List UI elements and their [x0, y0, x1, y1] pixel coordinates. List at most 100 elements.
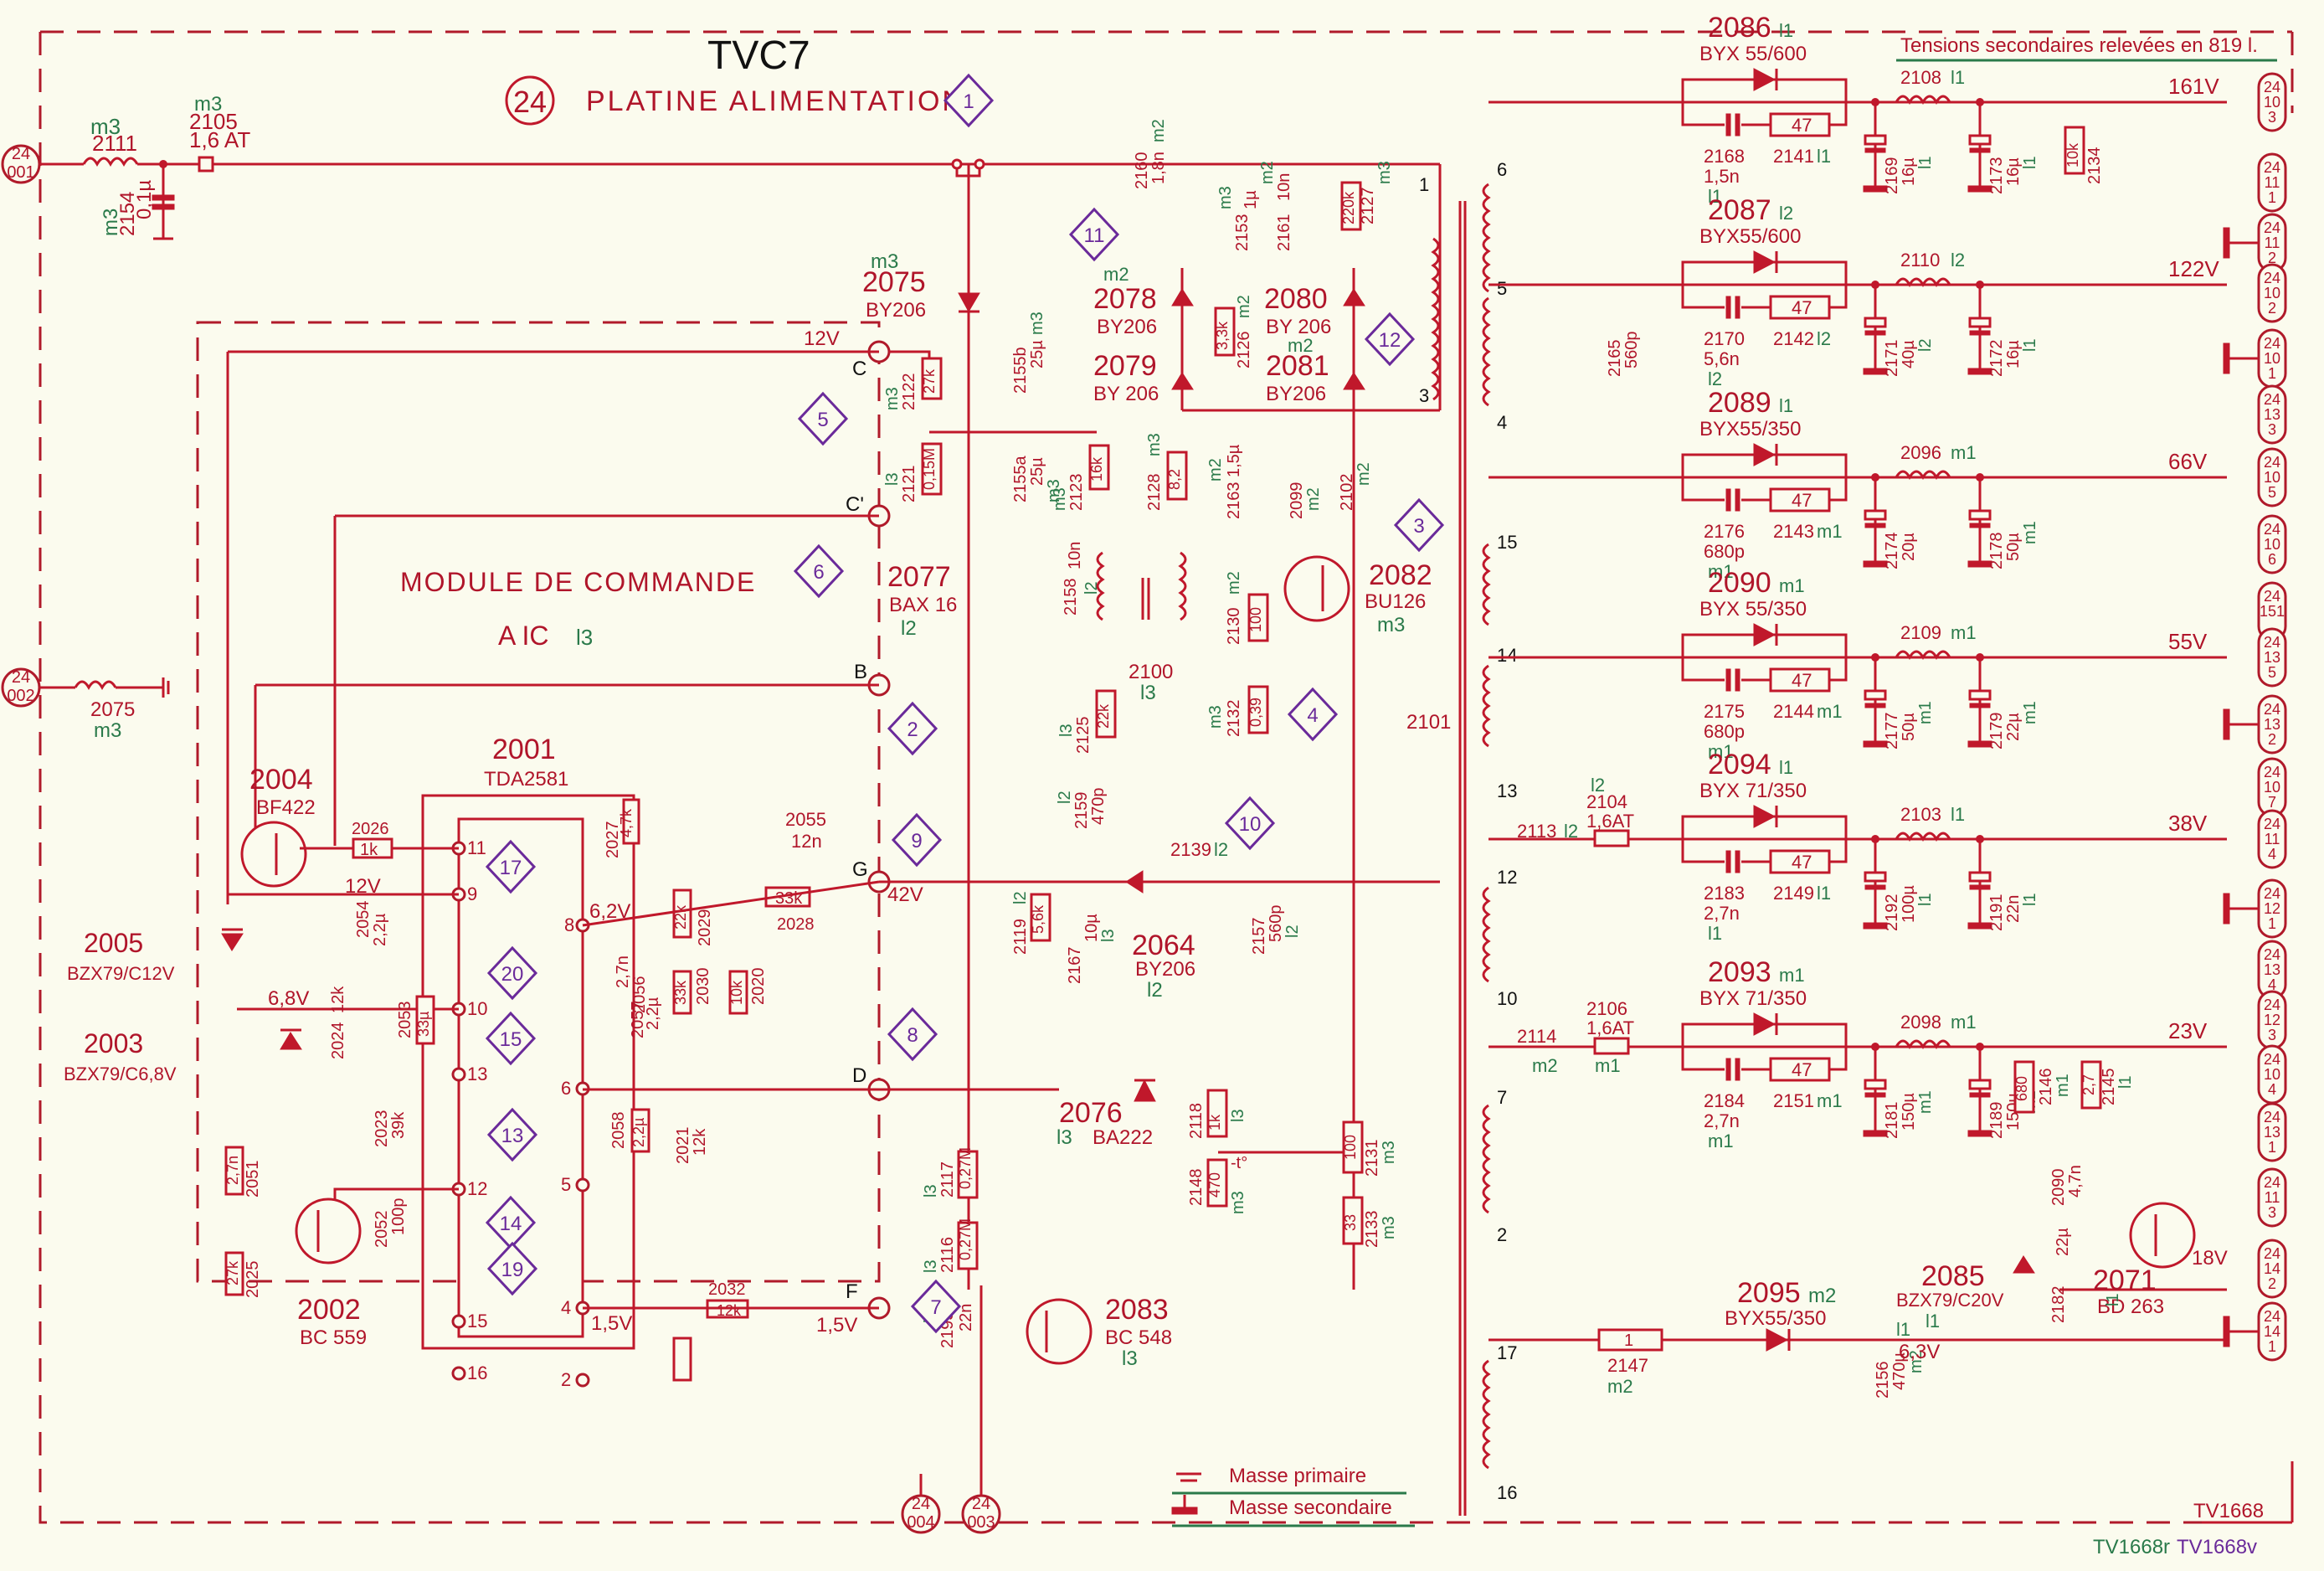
- svg-text:BYX55/350: BYX55/350: [1725, 1307, 1826, 1330]
- test-point-1[interactable]: 1: [943, 73, 995, 128]
- svg-text:150µ: 150µ: [1900, 1093, 1918, 1131]
- test-point-3[interactable]: 3: [1393, 497, 1445, 553]
- svg-text:l2: l2: [1591, 775, 1605, 796]
- potentiometer-2131: [1342, 1120, 1364, 1174]
- svg-text:2132: 2132: [1225, 700, 1243, 738]
- module-node-C-prime[interactable]: C': [846, 493, 891, 528]
- svg-text:2172: 2172: [1987, 340, 2006, 378]
- ic-2001: [457, 817, 584, 1338]
- svg-text:2005: 2005: [84, 928, 143, 958]
- svg-text:470µ: 470µ: [1890, 1352, 1909, 1390]
- resistor-2028: [764, 886, 811, 908]
- svg-text:11: 11: [1084, 224, 1105, 247]
- svg-text:16: 16: [467, 1362, 487, 1383]
- test-point-15[interactable]: 15: [485, 1011, 537, 1066]
- svg-text:2158: 2158: [1062, 579, 1080, 616]
- module-node-B[interactable]: B: [854, 661, 891, 697]
- test-point-2[interactable]: 2: [887, 701, 938, 756]
- svg-text:BAX 16: BAX 16: [889, 594, 957, 616]
- svg-text:BZX79/C6,8V: BZX79/C6,8V: [64, 1064, 177, 1084]
- svg-text:24: 24: [2264, 1245, 2280, 1262]
- svg-text:2,7: 2,7: [2080, 1074, 2097, 1095]
- svg-text:l2: l2: [1817, 328, 1831, 349]
- test-point-20[interactable]: 20: [486, 945, 538, 1001]
- svg-text:2032: 2032: [708, 1280, 746, 1299]
- fuse-2104: [1593, 829, 1630, 847]
- svg-text:m2: m2: [1907, 1350, 1926, 1373]
- svg-text:2093: 2093: [1708, 956, 1771, 988]
- svg-text:2023: 2023: [373, 1110, 391, 1148]
- svg-text:24: 24: [2264, 335, 2280, 352]
- inductor-2112: [74, 680, 117, 691]
- svg-text:m1: m1: [2054, 1074, 2072, 1097]
- svg-text:m1: m1: [1779, 575, 1805, 596]
- svg-text:24: 24: [2264, 634, 2280, 651]
- svg-text:11: 11: [2265, 1189, 2280, 1206]
- test-point-4[interactable]: 4: [1287, 687, 1339, 742]
- svg-text:2094: 2094: [1708, 749, 1771, 780]
- svg-text:9: 9: [467, 883, 477, 904]
- test-point-12[interactable]: 12: [1364, 312, 1416, 367]
- test-point-6[interactable]: 6: [793, 543, 845, 599]
- diode-2064: [1125, 870, 1144, 894]
- module-title: MODULE DE COMMANDE: [400, 567, 756, 597]
- svg-text:47: 47: [1792, 1059, 1812, 1080]
- thermistor-2148: [1206, 1158, 1228, 1208]
- test-point-5[interactable]: 5: [797, 391, 849, 446]
- svg-text:BZX79/C20V: BZX79/C20V: [1896, 1290, 2004, 1311]
- test-point-11[interactable]: 11: [1068, 207, 1120, 262]
- svg-text:l2: l2: [1708, 368, 1722, 389]
- svg-text:10: 10: [2264, 469, 2280, 486]
- svg-text:2: 2: [2268, 1275, 2276, 1292]
- svg-text:24: 24: [2264, 159, 2280, 176]
- module-node-C[interactable]: C 12V: [804, 327, 891, 380]
- test-point-19[interactable]: 19: [486, 1241, 538, 1296]
- module-node-D[interactable]: D: [852, 1064, 891, 1101]
- resistor-2134: [2064, 126, 2085, 175]
- svg-text:10: 10: [2264, 94, 2280, 111]
- svg-text:27k: 27k: [224, 1260, 241, 1285]
- svg-text:9: 9: [911, 830, 922, 852]
- svg-text:l1: l1: [1951, 67, 1965, 88]
- svg-text:2002: 2002: [297, 1294, 361, 1326]
- test-point-13[interactable]: 13: [486, 1107, 538, 1162]
- svg-text:2,7n: 2,7n: [224, 1156, 241, 1185]
- svg-text:11: 11: [2265, 174, 2280, 191]
- svg-text:1: 1: [1419, 174, 1429, 195]
- svg-text:2109: 2109: [1900, 622, 1941, 643]
- test-point-8[interactable]: 8: [887, 1007, 938, 1062]
- test-point-7[interactable]: 7: [910, 1279, 962, 1334]
- svg-text:2192: 2192: [1883, 894, 1901, 932]
- svg-text:14: 14: [2264, 1323, 2280, 1340]
- test-point-9[interactable]: 9: [891, 812, 943, 868]
- svg-text:24: 24: [12, 668, 30, 687]
- test-point-10[interactable]: 10: [1224, 796, 1276, 851]
- svg-text:680p: 680p: [1704, 541, 1745, 562]
- svg-text:24: 24: [2264, 885, 2280, 902]
- diode-2095: [1766, 1328, 1789, 1352]
- test-point-17[interactable]: 17: [485, 839, 537, 894]
- bead-2151: [1769, 1057, 1831, 1082]
- module-node-G[interactable]: G 42V: [852, 858, 923, 906]
